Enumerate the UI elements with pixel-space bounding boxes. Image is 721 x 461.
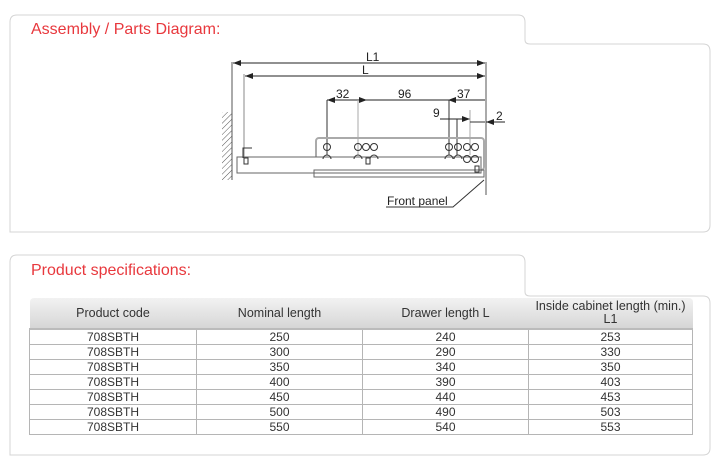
table-cell: 540	[362, 419, 529, 435]
assembly-title: Assembly / Parts Diagram:	[31, 21, 221, 38]
label-37: 37	[457, 87, 471, 101]
col-inside-cabinet-length: Inside cabinet length (min.) L1	[528, 298, 693, 330]
parts-diagram: L1 L 32 96 37 9 2 Front panel	[222, 50, 505, 208]
col-drawer-length: Drawer length L	[362, 298, 529, 330]
table-cell: 440	[362, 389, 529, 405]
table-cell: 708SBTH	[29, 328, 197, 345]
table-cell: 708SBTH	[29, 359, 197, 375]
label-front-panel: Front panel	[387, 194, 448, 208]
table-cell: 403	[528, 374, 693, 390]
label-l: L	[362, 63, 369, 77]
table-cell: 708SBTH	[29, 344, 197, 360]
label-9: 9	[433, 106, 440, 120]
table-cell: 503	[528, 404, 693, 420]
label-2: 2	[496, 109, 503, 123]
col-product-code: Product code	[29, 298, 197, 330]
table-cell: 350	[528, 359, 693, 375]
label-32: 32	[336, 87, 350, 101]
label-l1: L1	[366, 50, 380, 64]
table-cell: 708SBTH	[29, 404, 197, 420]
table-cell: 553	[528, 419, 693, 435]
table-cell: 300	[196, 344, 363, 360]
table-cell: 400	[196, 374, 363, 390]
col-nominal-length: Nominal length	[196, 298, 363, 330]
table-cell: 490	[362, 404, 529, 420]
specs-table: Product code Nominal length Drawer lengt…	[29, 298, 693, 435]
table-cell: 350	[196, 359, 363, 375]
table-cell: 340	[362, 359, 529, 375]
table-cell: 708SBTH	[29, 389, 197, 405]
table-cell: 550	[196, 419, 363, 435]
label-96: 96	[398, 87, 412, 101]
table-cell: 708SBTH	[29, 419, 197, 435]
table-cell: 240	[362, 328, 529, 345]
table-cell: 250	[196, 328, 363, 345]
table-cell: 330	[528, 344, 693, 360]
table-cell: 253	[528, 328, 693, 345]
table-cell: 290	[362, 344, 529, 360]
table-cell: 390	[362, 374, 529, 390]
table-header: Product code Nominal length Drawer lengt…	[29, 298, 693, 330]
table-cell: 708SBTH	[29, 374, 197, 390]
table-cell: 500	[196, 404, 363, 420]
specs-title: Product specifications:	[31, 262, 192, 279]
table-cell: 453	[528, 389, 693, 405]
cabinet-wall	[222, 112, 232, 180]
table-cell: 450	[196, 389, 363, 405]
